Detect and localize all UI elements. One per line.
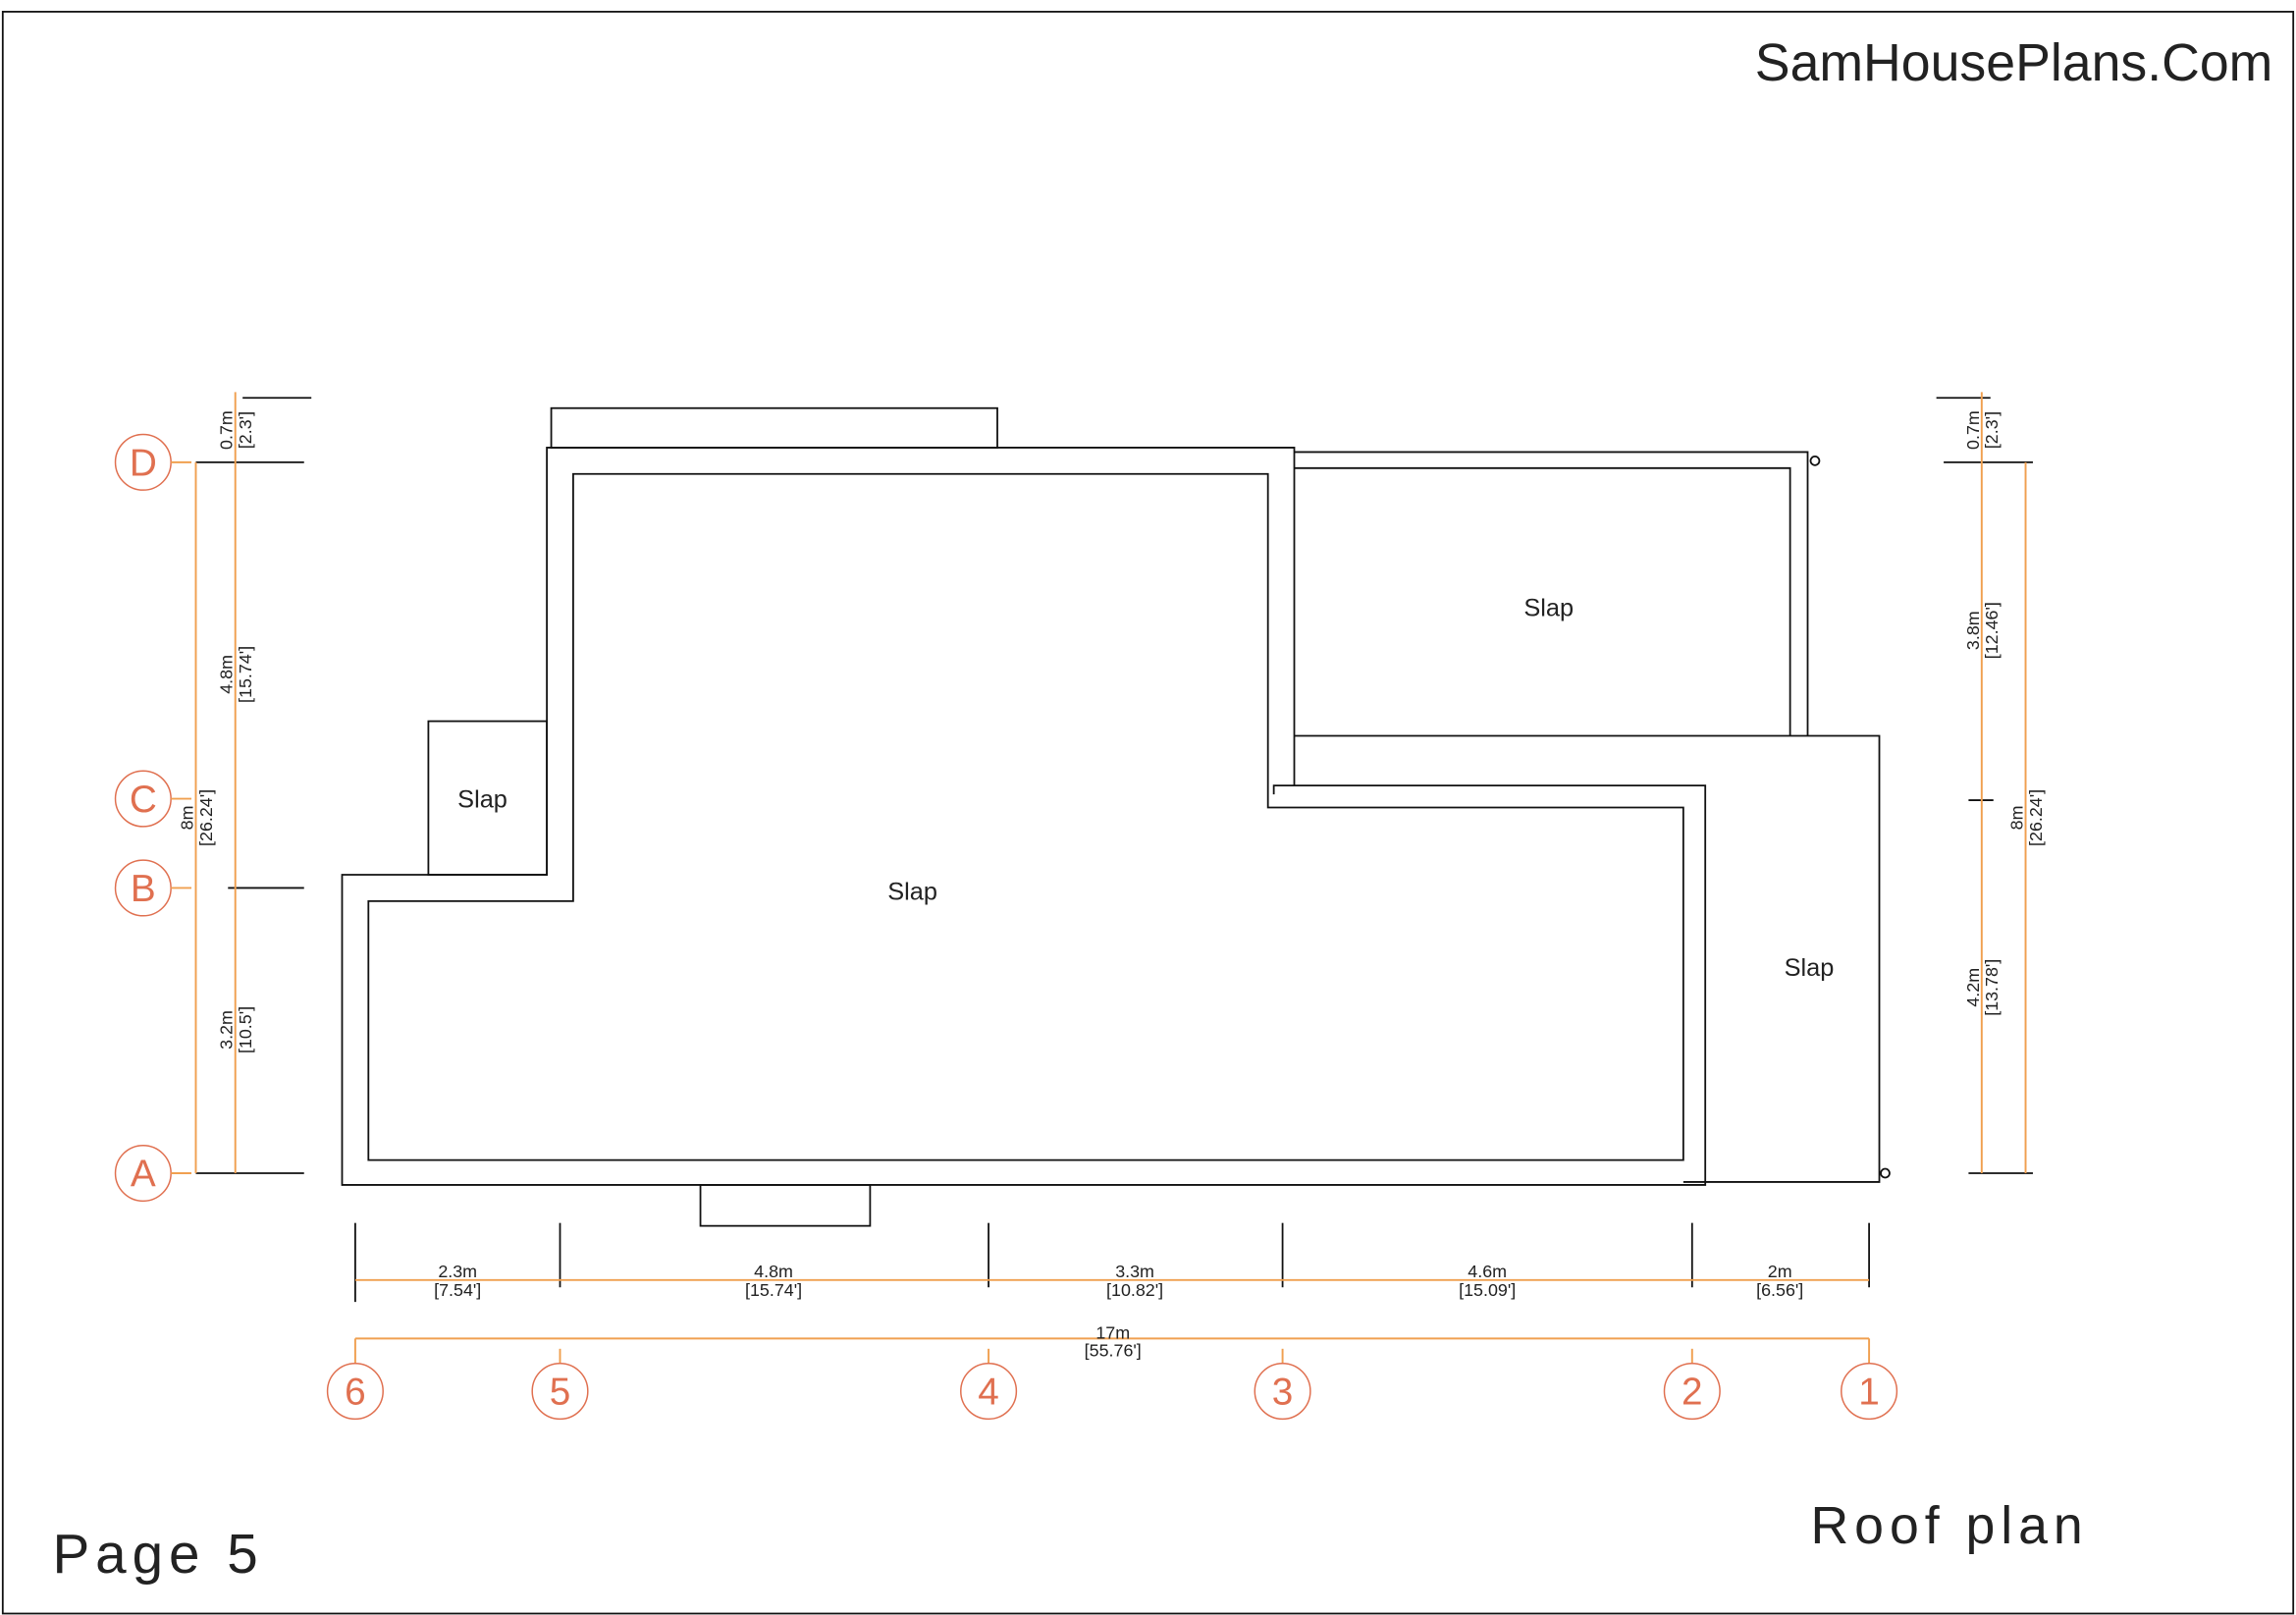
dim-m: 4.8m — [754, 1262, 793, 1281]
dim-m: 4.2m — [1963, 968, 1983, 1007]
left-grid — [114, 392, 312, 1203]
brand-title: SamHousePlans.Com — [1755, 33, 2273, 92]
slab-label: Slap — [1785, 954, 1835, 982]
dim-m: 8m — [178, 806, 197, 831]
dim-m: 8m — [2007, 806, 2027, 831]
drawing-title: Roof plan — [1810, 1496, 2088, 1555]
dim-ft: [10.82'] — [1106, 1280, 1163, 1300]
dim-ft: [6.56'] — [1756, 1280, 1803, 1300]
dim-m: 4.8m — [217, 655, 237, 694]
dim-ft: [10.5'] — [236, 1006, 255, 1053]
bottom-dimensions — [326, 1222, 1898, 1421]
slab-label: Slap — [1523, 594, 1574, 621]
dim-ft: [26.24'] — [2026, 789, 2046, 846]
dim-ft: [2.3'] — [236, 411, 255, 449]
dim-ft: [2.3'] — [1982, 411, 2002, 449]
dim-m: 0.7m — [217, 410, 237, 450]
grid-bubble-label: B — [131, 868, 156, 910]
drain-icon — [1880, 1167, 1891, 1179]
grid-bubble-label: 2 — [1682, 1371, 1703, 1413]
grid-bubble-label: 3 — [1272, 1371, 1294, 1413]
top-projection — [550, 406, 998, 449]
grid-bubble-label: C — [130, 779, 157, 821]
main-slab-inner — [367, 472, 1684, 1161]
dim-m: 17m — [1095, 1322, 1130, 1342]
right-slab — [1294, 734, 1881, 1183]
left-small-slab — [427, 720, 548, 876]
dim-ft: [15.74'] — [236, 646, 255, 703]
dim-m: 4.6m — [1468, 1262, 1507, 1281]
grid-bubble-label: 4 — [978, 1371, 999, 1413]
roof-outline — [341, 406, 1891, 1227]
bottom-projection — [699, 1184, 872, 1227]
sheet-border — [1, 11, 2295, 1615]
drain-icon — [1809, 455, 1821, 466]
top-right-slab-outer — [1294, 451, 1809, 736]
dim-ft: [15.74'] — [745, 1280, 802, 1300]
dim-m: 2m — [1768, 1262, 1792, 1281]
dim-m: 2.3m — [438, 1262, 477, 1281]
dim-ft: [26.24'] — [196, 789, 216, 846]
dim-ft: [13.78'] — [1982, 959, 2002, 1016]
slab-step — [1272, 784, 1295, 795]
dim-m: 3.3m — [1115, 1262, 1154, 1281]
slab-label: Slap — [887, 878, 937, 905]
page-label: Page 5 — [52, 1523, 263, 1585]
grid-bubble-label: 6 — [345, 1371, 366, 1413]
top-right-slab-inner — [1294, 466, 1791, 736]
dim-ft: [12.46'] — [1982, 602, 2002, 659]
right-dimensions — [1936, 392, 2033, 1174]
dim-m: 3.8m — [1963, 611, 1983, 650]
dim-ft: [15.09'] — [1459, 1280, 1516, 1300]
dim-m: 0.7m — [1963, 410, 1983, 450]
grid-bubble-label: 1 — [1858, 1371, 1880, 1413]
grid-bubble-label: A — [131, 1153, 156, 1195]
dim-ft: [55.76'] — [1085, 1340, 1142, 1360]
grid-bubble-label: D — [130, 442, 157, 484]
grid-bubble-label: 5 — [550, 1371, 571, 1413]
dim-m: 3.2m — [217, 1010, 237, 1050]
dim-ft: [7.54'] — [434, 1280, 481, 1300]
slab-label: Slap — [457, 786, 507, 814]
